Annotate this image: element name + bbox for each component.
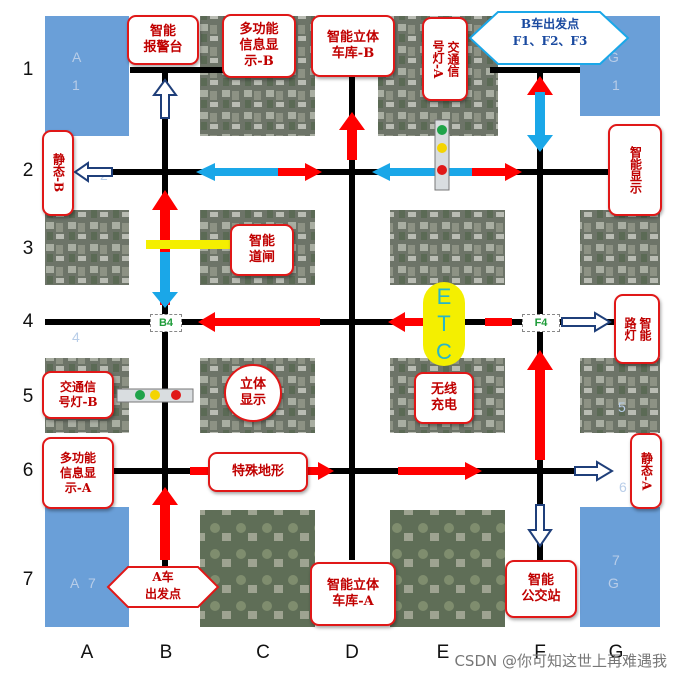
etc-letter-t: T (437, 311, 451, 336)
exit-arrow-streetlight (561, 311, 612, 333)
corner-mark-a1n: 1 (72, 77, 80, 93)
corner-block-g7 (580, 507, 660, 627)
red-arrow-d-up (339, 112, 365, 160)
red-arrow-row2-right-east (472, 163, 522, 181)
b-car-start-shape (468, 11, 630, 65)
row-label-4: 4 (22, 311, 34, 332)
corner-mark-g1: G (608, 49, 619, 65)
etc-gate: E T C (423, 282, 465, 366)
traffic-light-a (434, 119, 450, 191)
exit-arrow-static-b (73, 161, 113, 183)
red-arrow-row4-left-f (485, 318, 512, 326)
corner-mark-g7n: 7 (612, 552, 620, 568)
static-b-label: 静态-B (42, 130, 74, 216)
row-label-1: 1 (22, 59, 34, 80)
etc-letter-e: E (436, 283, 452, 309)
block-g3 (580, 210, 660, 285)
b-car-start-label: B车出发点 F1、F2、F3 (512, 17, 588, 49)
corner-mark-g6n: 6 (619, 479, 627, 495)
traffic-light-b (116, 388, 194, 403)
exit-arrow-bus (527, 504, 553, 548)
row-label-5: 5 (22, 386, 34, 407)
red-arrow-row4-left-west (198, 312, 320, 332)
corner-mark-g5n: 5 (618, 399, 626, 415)
a-car-start-label: A车 出发点 (144, 570, 181, 601)
stereo-display-label: 立体 显示 (224, 364, 282, 422)
wireless-charge-label: 无线 充电 (414, 372, 474, 424)
red-arrow-row2-right-west (278, 163, 322, 181)
node-tag-f4: F4 (522, 314, 560, 332)
traffic-light-b-label: 交通信 号灯-B (42, 371, 114, 419)
block-c7 (200, 510, 315, 627)
exit-arrow-b-up (152, 78, 178, 119)
red-arrow-row6-right-mid (305, 462, 334, 480)
column-label-b: B (159, 642, 173, 663)
etc-letter-c: C (436, 338, 452, 364)
exit-arrow-static-a (574, 460, 614, 482)
row-label-2: 2 (22, 160, 34, 181)
corner-block-a1 (45, 16, 129, 136)
smart-display-label: 智能显示 (608, 124, 662, 216)
column-label-f: F (534, 642, 546, 663)
blue-arrow-f-down (527, 92, 553, 152)
column-label-a: A (80, 642, 94, 663)
watermark: CSDN @你可知这世上再难遇我 (454, 652, 667, 670)
row-label-3: 3 (22, 238, 34, 259)
corner-mark-a4n: 4 (72, 329, 80, 345)
special-terrain-label: 特殊地形 (208, 452, 308, 492)
red-arrow-row6-right-east (398, 462, 482, 480)
smart-streetlight-label: 智能 路灯 (614, 294, 660, 364)
info-display-b-label: 多功能 信息显 示-B (222, 14, 296, 78)
smart-bus-stop-label: 智能 公交站 (505, 560, 577, 618)
static-a-label: 静态-A (630, 433, 662, 509)
row-label-6: 6 (22, 460, 34, 481)
blue-arrow-row2-left-east (372, 163, 472, 181)
smart-barrier-label: 智能 道闸 (230, 224, 294, 276)
a-car-start-shape (106, 566, 220, 608)
blue-arrow-row2-left-west (196, 163, 278, 181)
corner-mark-g7: G (608, 575, 619, 591)
column-label-g: G (608, 642, 624, 663)
block-a3 (45, 210, 129, 285)
red-arrow-f-up-lower (527, 350, 553, 460)
blue-arrow-b-down (152, 252, 178, 308)
alarm-desk-label: 智能 报警台 (127, 15, 199, 65)
corner-mark-g1n: 1 (612, 77, 620, 93)
barrier-gate-bar (146, 240, 232, 249)
smart-garage-a-label: 智能立体 车库-A (310, 562, 396, 626)
corner-mark-a1: A (72, 49, 82, 65)
traffic-light-a-label: 交通信 号灯-A (422, 17, 468, 101)
row-label-7: 7 (22, 569, 34, 590)
corner-block-a7 (45, 507, 129, 627)
column-label-e: E (436, 642, 450, 663)
column-label-c: C (256, 642, 270, 663)
info-display-a-label: 多功能 信息显 示-A (42, 437, 114, 509)
corner-mark-a7: A (70, 575, 80, 591)
block-e7 (390, 510, 505, 627)
block-e3 (390, 210, 505, 285)
red-arrow-row4-left-east (388, 312, 423, 332)
column-label-d: D (345, 642, 359, 663)
node-tag-b4: B4 (150, 314, 182, 332)
corner-mark-a7n: 7 (88, 575, 96, 591)
red-arrow-row6-right-west (190, 467, 210, 475)
smart-garage-b-label: 智能立体 车库-B (311, 15, 395, 77)
red-arrow-b-up-lower (152, 487, 178, 560)
block-g5 (580, 358, 660, 433)
